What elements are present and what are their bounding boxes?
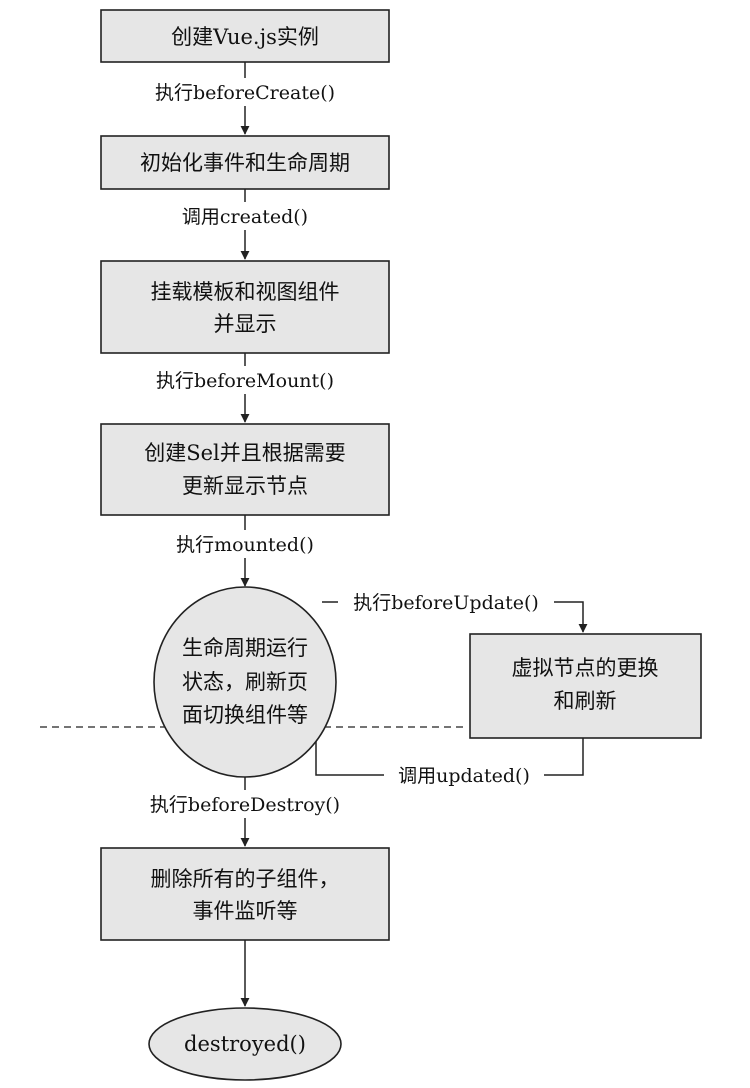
edge-label-updated: 调用updated() (398, 765, 530, 787)
node-lifecycle-running-line-3: 面切换组件等 (182, 703, 308, 727)
node-virtual-node (469, 633, 702, 739)
node-lifecycle-running-line-1: 生命周期运行 (182, 636, 308, 660)
node-init-events-label: 初始化事件和生命周期 (140, 151, 350, 175)
node-init-events (100, 135, 390, 190)
node-create-instance-label: 创建Vue.js实例 (171, 25, 319, 49)
edge-label-bg-mounted (164, 530, 326, 558)
edge-label-before-update: 执行beforeUpdate() (353, 592, 539, 614)
node-mount-template (100, 260, 390, 354)
edge-label-bg-before-mount (144, 366, 346, 394)
edge-label-before-create: 执行beforeCreate() (155, 82, 335, 104)
node-mount-template-line-2: 并显示 (214, 312, 277, 336)
node-lifecycle-running (153, 586, 337, 778)
node-mount-template-line-1: 挂载模板和视图组件 (151, 280, 340, 304)
node-destroyed (148, 1007, 342, 1081)
node-create-instance (100, 9, 390, 63)
node-create-sel-line-2: 更新显示节点 (182, 474, 308, 498)
node-lifecycle-running-line-2: 状态，刷新页 (182, 670, 308, 694)
edge-label-mounted: 执行mounted() (176, 534, 314, 556)
edge-label-bg-before-create (142, 78, 350, 106)
edge-label-bg-updated (384, 761, 544, 789)
edge-label-before-destroy: 执行beforeDestroy() (150, 794, 340, 816)
node-remove-children (100, 847, 390, 941)
edge-label-bg-before-update (338, 588, 554, 616)
node-create-sel-line-1: 创建Sel并且根据需要 (144, 441, 346, 465)
node-remove-children-line-1: 删除所有的子组件， (151, 867, 340, 891)
edge-label-before-mount: 执行beforeMount() (156, 370, 334, 392)
node-virtual-node-line-2: 和刷新 (554, 689, 617, 713)
node-remove-children-line-2: 事件监听等 (193, 899, 298, 923)
edge-label-bg-before-destroy (136, 790, 354, 818)
edge-label-created: 调用created() (182, 206, 308, 228)
edge-label-bg-created (170, 202, 320, 230)
node-create-sel (100, 423, 390, 516)
node-virtual-node-line-1: 虚拟节点的更换 (512, 656, 659, 680)
node-destroyed-label: destroyed() (184, 1032, 306, 1056)
